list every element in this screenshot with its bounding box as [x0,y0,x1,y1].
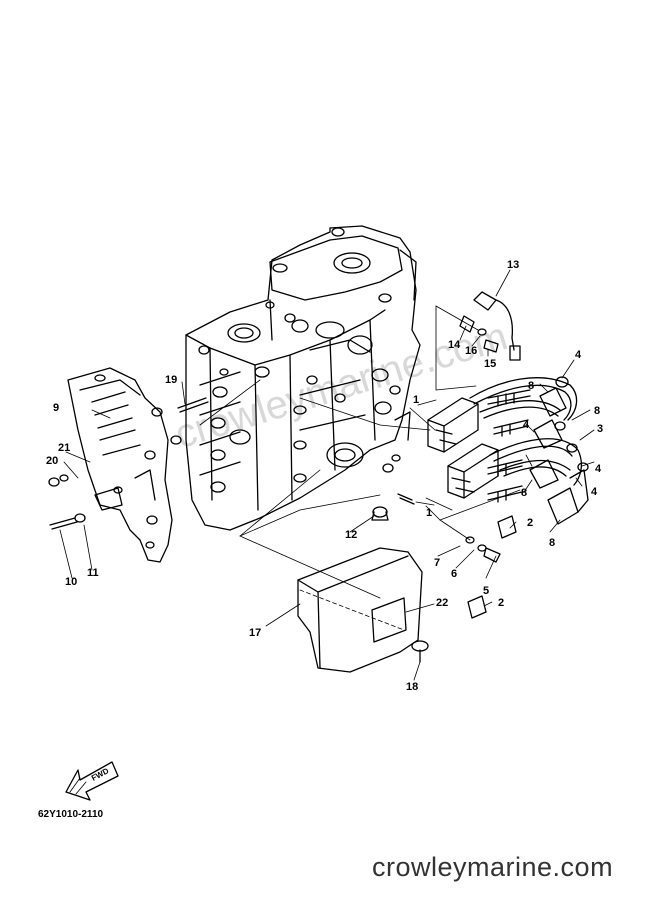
website-watermark: crowleymarine.com [372,852,614,882]
ignition-coils [427,397,499,499]
sensor-assembly [459,291,521,361]
callout-14: 14 [448,339,461,351]
callout-6: 6 [451,568,458,580]
callout-8: 8 [521,487,528,499]
callout-1: 1 [413,394,420,406]
small-parts [48,397,517,663]
callout-2: 2 [527,517,534,529]
callout-22: 22 [436,597,449,609]
callout-3: 3 [597,423,604,435]
callout-15: 15 [484,358,497,370]
callout-21: 21 [58,442,71,454]
callout-11: 11 [87,567,99,579]
fwd-arrow-icon [65,761,119,801]
callout-8: 8 [594,405,601,417]
callout-4: 4 [523,419,530,431]
callout-7: 7 [434,557,441,569]
mounting-bracket [67,367,173,563]
callout-8: 8 [528,380,535,392]
callout-16: 16 [465,345,478,357]
callout-8: 8 [549,537,556,549]
callout-2: 2 [498,597,505,609]
callout-17: 17 [249,627,262,639]
engine-block [185,225,421,531]
callout-4: 4 [595,463,602,475]
callout-10: 10 [65,576,78,588]
coil-cover [297,547,423,673]
leader-lines [59,269,595,681]
drawing-code: 62Y1010-2110 [38,809,104,820]
callout-4: 4 [591,486,598,498]
callout-1: 1 [426,507,433,519]
callout-13: 13 [507,259,520,271]
callout-19: 19 [165,374,178,386]
callout-18: 18 [406,681,419,693]
callout-5: 5 [483,585,490,597]
callout-20: 20 [46,455,59,467]
spark-plug-cords [469,376,589,525]
callout-4: 4 [575,349,582,361]
callout-12: 12 [345,529,358,541]
callout-9: 9 [53,402,60,414]
dashed-guide [299,589,405,631]
